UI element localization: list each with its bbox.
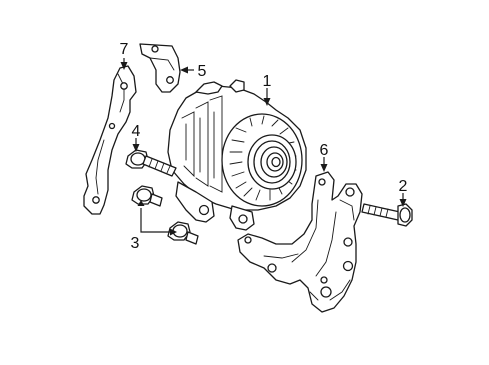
callout-labels: 1 2 3 4 5 6 7 bbox=[120, 41, 408, 252]
callout-2: 2 bbox=[399, 178, 408, 195]
part-4-bolt bbox=[125, 149, 177, 177]
part-1-alternator bbox=[167, 79, 307, 231]
callout-3: 3 bbox=[131, 235, 140, 252]
leader-lines bbox=[120, 58, 407, 236]
callout-5: 5 bbox=[198, 63, 207, 80]
callout-1: 1 bbox=[263, 73, 272, 90]
part-3-bolt-lower bbox=[167, 221, 199, 245]
callout-7: 7 bbox=[120, 41, 129, 58]
part-6-bracket bbox=[237, 171, 363, 313]
part-2-bolt bbox=[361, 203, 413, 227]
part-3-bolt-upper bbox=[131, 185, 163, 207]
callout-4: 4 bbox=[132, 123, 141, 140]
callout-6: 6 bbox=[320, 142, 329, 159]
part-7-bracket bbox=[83, 65, 137, 215]
part-5-bracket bbox=[139, 43, 181, 93]
